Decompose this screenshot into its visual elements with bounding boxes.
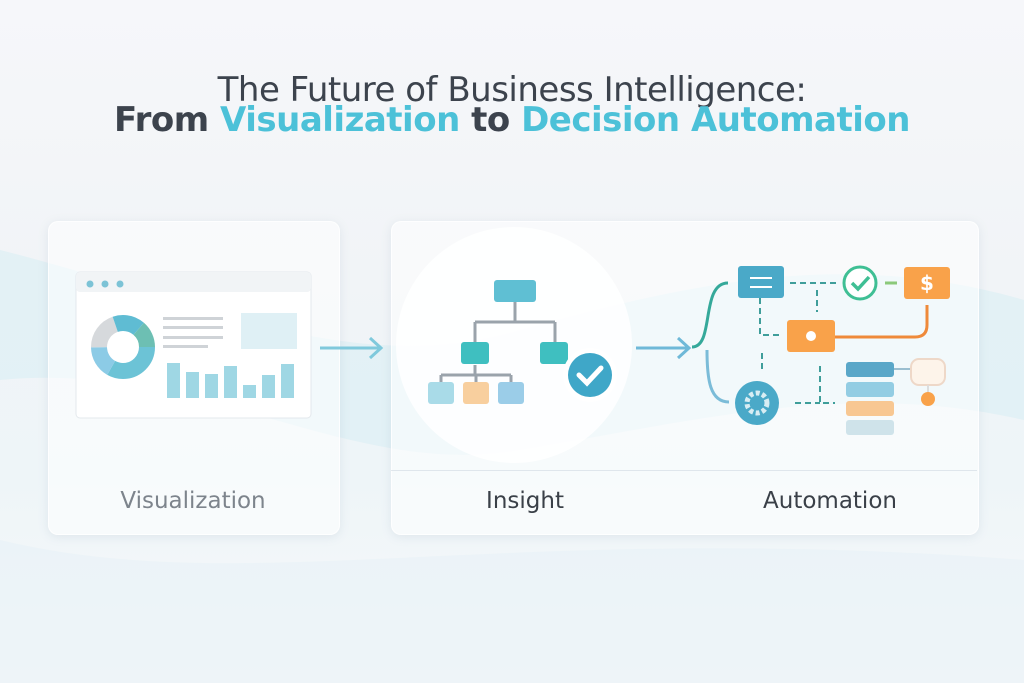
check-badge-icon — [563, 348, 617, 402]
list-icon — [738, 266, 784, 298]
arrow-right-icon — [320, 336, 384, 360]
bar-chart-icon — [167, 363, 294, 398]
gear-icon — [735, 381, 779, 425]
title-to: to — [459, 100, 522, 140]
divider — [391, 470, 977, 471]
dollar-icon — [904, 267, 950, 299]
stacked-blocks-icon — [846, 358, 946, 435]
title-accent-visualization: Visualization — [220, 100, 460, 140]
hierarchy-tree-icon — [428, 280, 568, 404]
insight-circle — [396, 227, 632, 463]
automation-flowchart: $ — [691, 265, 950, 435]
svg-text:$: $ — [920, 271, 934, 295]
title-from: From — [114, 100, 220, 140]
text-lines — [163, 313, 297, 349]
title-line-1: The Future of Business Intelligence: — [217, 70, 807, 110]
donut-chart-icon — [91, 315, 155, 379]
title-line-2: From Visualization to Decision Automatio… — [0, 100, 1024, 140]
arrow-right-icon — [636, 336, 692, 360]
stage-label-automation: Automation — [763, 488, 897, 514]
stage-label-insight: Insight — [486, 488, 564, 514]
check-circle-icon — [842, 265, 878, 301]
title-accent-decision-automation: Decision Automation — [521, 100, 910, 140]
stage-label-visualization: Visualization — [120, 488, 266, 514]
